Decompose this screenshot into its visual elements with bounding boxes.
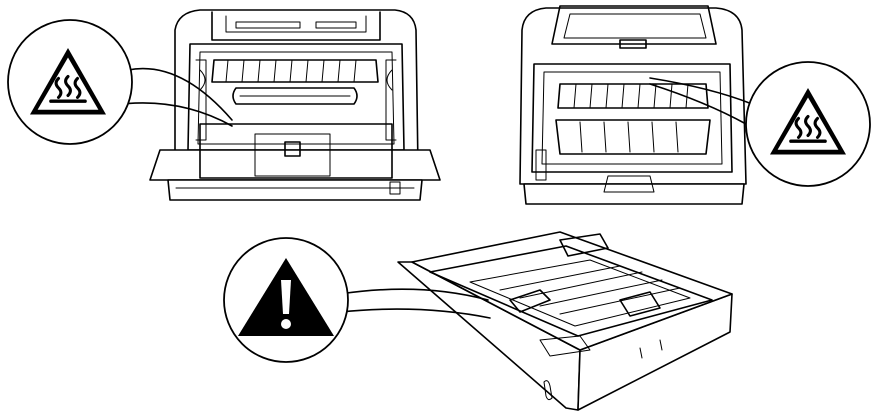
exclamation-warning-icon <box>238 258 334 336</box>
printer-back-illustration <box>519 5 747 205</box>
paper-tray-illustration <box>397 231 733 411</box>
printer-front-illustration <box>149 9 441 201</box>
